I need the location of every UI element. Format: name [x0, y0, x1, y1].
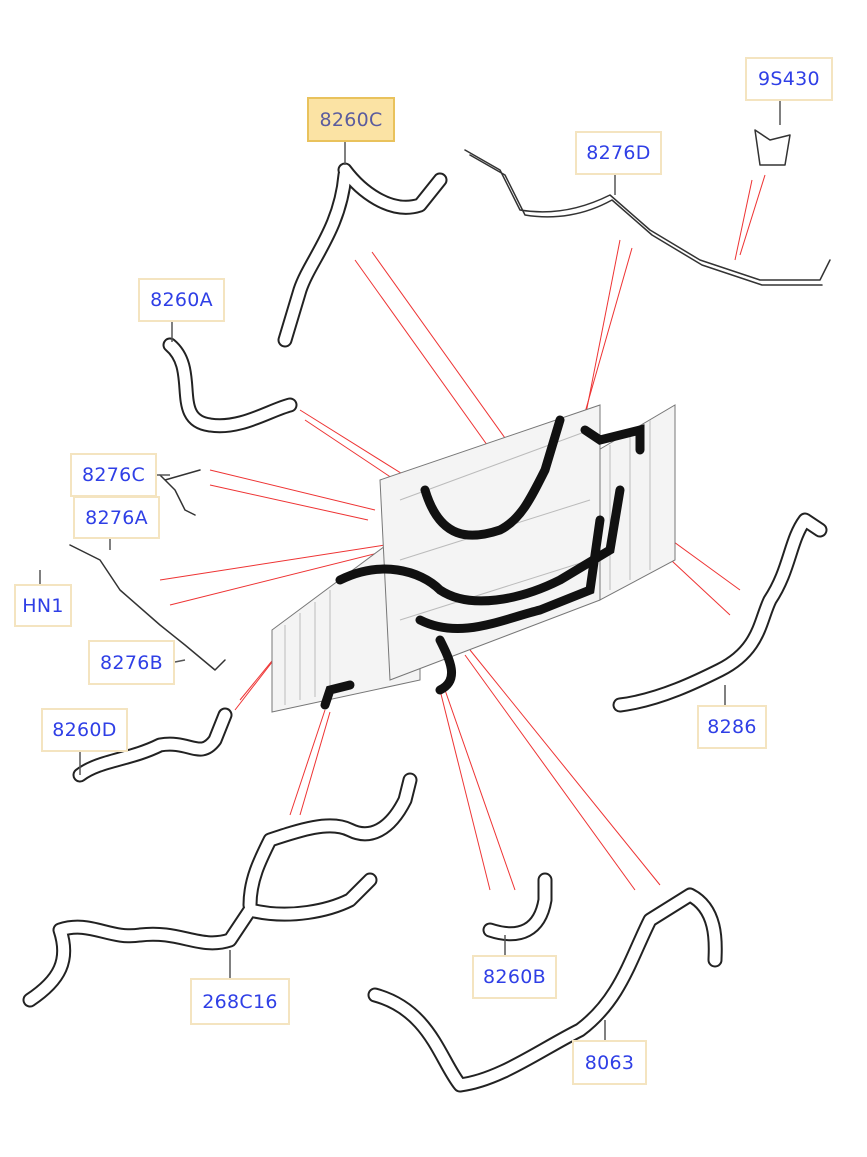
installed-hoses	[320, 415, 645, 710]
callout-8063[interactable]: 8063	[572, 1040, 647, 1085]
callout-8276C[interactable]: 8276C	[70, 453, 157, 497]
callout-8276B[interactable]: 8276B	[88, 640, 175, 685]
callout-pointers	[39, 101, 781, 1040]
callout-8276D[interactable]: 8276D	[575, 131, 662, 175]
callout-8260C-selected[interactable]: 8260C	[307, 97, 395, 142]
callout-8260A[interactable]: 8260A	[138, 278, 225, 322]
callout-8276A[interactable]: 8276A	[73, 496, 160, 539]
callout-268C16[interactable]: 268C16	[190, 978, 290, 1025]
callout-HN1[interactable]: HN1	[14, 584, 72, 627]
callout-8260D[interactable]: 8260D	[41, 708, 128, 752]
callout-8286[interactable]: 8286	[697, 705, 767, 749]
part-hoses	[22, 129, 831, 1093]
callout-9S430[interactable]: 9S430	[745, 57, 833, 101]
callout-8260B[interactable]: 8260B	[472, 955, 557, 999]
